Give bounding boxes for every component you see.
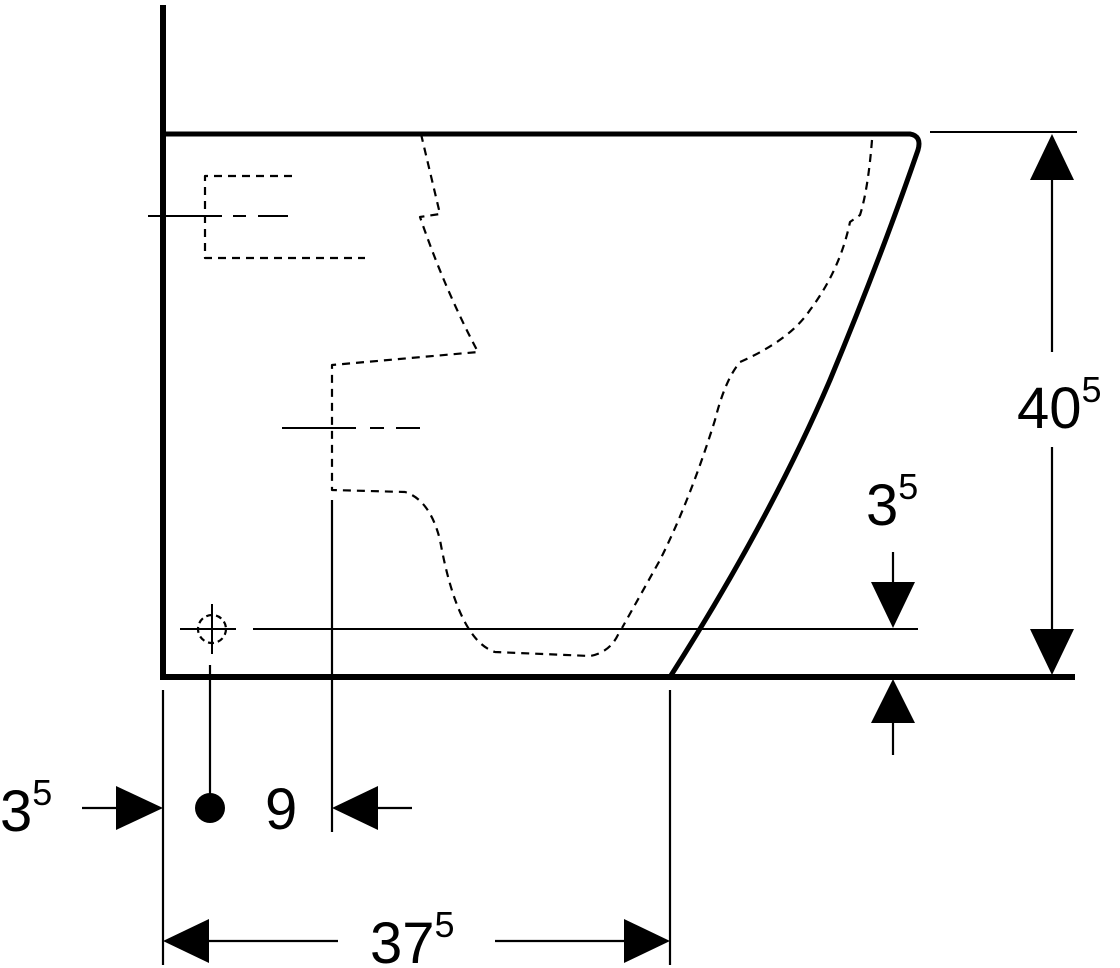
arrow-outlet-left — [332, 786, 378, 830]
dim-height-label: 405 — [1017, 369, 1102, 441]
arrow-gap-up — [871, 679, 915, 723]
dim-depth-label: 375 — [370, 904, 455, 968]
dim-wall-axis-label: 35 — [0, 772, 52, 844]
arrow-wall-right — [116, 786, 163, 830]
dim-outlet-label: 9 — [265, 777, 297, 842]
dim-floor-gap-label: 35 — [866, 466, 918, 538]
inner-bowl-contour — [621, 139, 874, 629]
hidden-contours — [203, 133, 874, 658]
arrow-gap-down — [871, 582, 915, 628]
arrow-depth-left — [163, 919, 209, 963]
fixing-axis-dot — [195, 793, 225, 823]
arrow-height-top — [1030, 134, 1074, 180]
arrow-height-bottom — [1030, 629, 1074, 675]
trap-contour — [330, 133, 622, 658]
bowl-outline — [163, 131, 922, 679]
arrow-depth-right — [624, 919, 670, 963]
